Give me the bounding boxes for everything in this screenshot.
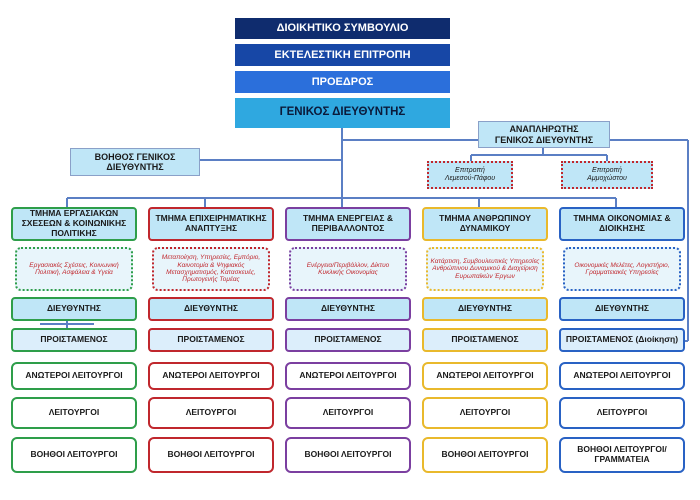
assistant-officers-box: ΒΟΗΘΟΙ ΛΕΙΤΟΥΡΓΟΙ — [11, 437, 137, 473]
director-box: ΔΙΕΥΘΥΝΤΗΣ — [285, 297, 411, 321]
department-title: ΤΜΗΜΑ ΕΠΙΧΕΙΡΗΜΑΤΙΚΗΣ ΑΝΑΠΤΥΞΗΣ — [148, 207, 274, 241]
assistant-officers-box: ΒΟΗΘΟΙ ΛΕΙΤΟΥΡΓΟΙ/ ΓΡΑΜΜΑΤΕΙΑ — [559, 437, 685, 473]
director-box: ΔΙΕΥΘΥΝΤΗΣ — [422, 297, 548, 321]
supervisor-box: ΠΡΟΙΣΤΑΜΕΝΟΣ — [422, 328, 548, 352]
supervisor-box: ΠΡΟΙΣΤΑΜΕΝΟΣ — [285, 328, 411, 352]
department-title: ΤΜΗΜΑ ΕΡΓΑΣΙΑΚΩΝ ΣΧΕΣΕΩΝ & ΚΟΙΝΩΝΙΚΗΣ ΠΟ… — [11, 207, 137, 241]
assistant-officers-box: ΒΟΗΘΟΙ ΛΕΙΤΟΥΡΓΟΙ — [148, 437, 274, 473]
deputy-gm-box: ΑΝΑΠΛΗΡΩΤΗΣ ΓΕΝΙΚΟΣ ΔΙΕΥΘΥΝΤΗΣ — [478, 121, 610, 148]
executive-committee-box: ΕΚΤΕΛΕΣΤΙΚΗ ΕΠΙΤΡΟΠΗ — [235, 44, 450, 66]
assistant-officers-box: ΒΟΗΘΟΙ ΛΕΙΤΟΥΡΓΟΙ — [422, 437, 548, 473]
supervisor-box: ΠΡΟΙΣΤΑΜΕΝΟΣ (Διοίκηση) — [559, 328, 685, 352]
department-title: ΤΜΗΜΑ ΑΝΘΡΩΠΙΝΟΥ ΔΥΝΑΜΙΚΟΥ — [422, 207, 548, 241]
committee-box: Επιτροπή Αμμοχώστου — [561, 161, 653, 189]
supervisor-box: ΠΡΟΙΣΤΑΜΕΝΟΣ — [11, 328, 137, 352]
director-box: ΔΙΕΥΘΥΝΤΗΣ — [11, 297, 137, 321]
officers-box: ΛΕΙΤΟΥΡΓΟΙ — [559, 397, 685, 429]
supervisor-box: ΠΡΟΙΣΤΑΜΕΝΟΣ — [148, 328, 274, 352]
committee-box: Επιτροπή Λεμεσού-Πάφου — [427, 161, 513, 189]
department-title: ΤΜΗΜΑ ΕΝΕΡΓΕΙΑΣ & ΠΕΡΙΒΑΛΛΟΝΤΟΣ — [285, 207, 411, 241]
senior-officers-box: ΑΝΩΤΕΡΟΙ ΛΕΙΤΟΥΡΓΟΙ — [422, 362, 548, 390]
department-title: ΤΜΗΜΑ ΟΙΚΟΝΟΜΙΑΣ & ΔΙΟΙΚΗΣΗΣ — [559, 207, 685, 241]
senior-officers-box: ΑΝΩΤΕΡΟΙ ΛΕΙΤΟΥΡΓΟΙ — [559, 362, 685, 390]
director-box: ΔΙΕΥΘΥΝΤΗΣ — [148, 297, 274, 321]
department-description: Κατάρτιση, Συμβουλευτικές Υπηρεσίες Ανθρ… — [426, 247, 544, 291]
department-description: Μεταποίηση, Υπηρεσίες, Εμπόριο, Καινοτομ… — [152, 247, 270, 291]
general-manager-box: ΓΕΝΙΚΟΣ ΔΙΕΥΘΥΝΤΗΣ — [235, 98, 450, 128]
officers-box: ΛΕΙΤΟΥΡΓΟΙ — [422, 397, 548, 429]
department-description: Εργασιακές Σχέσεις, Κοινωνική Πολιτική, … — [15, 247, 133, 291]
department-description: Οικονομικές Μελέτες, Λογιστήριο, Γραμματ… — [563, 247, 681, 291]
officers-box: ΛΕΙΤΟΥΡΓΟΙ — [11, 397, 137, 429]
board-box: ΔΙΟΙΚΗΤΙΚΟ ΣΥΜΒΟΥΛΙΟ — [235, 18, 450, 39]
department-description: Ενέργεια/Περιβάλλον, Δίκτυο Κυκλικής Οικ… — [289, 247, 407, 291]
officers-box: ΛΕΙΤΟΥΡΓΟΙ — [148, 397, 274, 429]
senior-officers-box: ΑΝΩΤΕΡΟΙ ΛΕΙΤΟΥΡΓΟΙ — [285, 362, 411, 390]
assistant-gm-box: ΒΟΗΘΟΣ ΓΕΝΙΚΟΣ ΔΙΕΥΘΥΝΤΗΣ — [70, 148, 200, 176]
assistant-officers-box: ΒΟΗΘΟΙ ΛΕΙΤΟΥΡΓΟΙ — [285, 437, 411, 473]
officers-box: ΛΕΙΤΟΥΡΓΟΙ — [285, 397, 411, 429]
director-box: ΔΙΕΥΘΥΝΤΗΣ — [559, 297, 685, 321]
senior-officers-box: ΑΝΩΤΕΡΟΙ ΛΕΙΤΟΥΡΓΟΙ — [148, 362, 274, 390]
senior-officers-box: ΑΝΩΤΕΡΟΙ ΛΕΙΤΟΥΡΓΟΙ — [11, 362, 137, 390]
president-box: ΠΡΟΕΔΡΟΣ — [235, 71, 450, 93]
